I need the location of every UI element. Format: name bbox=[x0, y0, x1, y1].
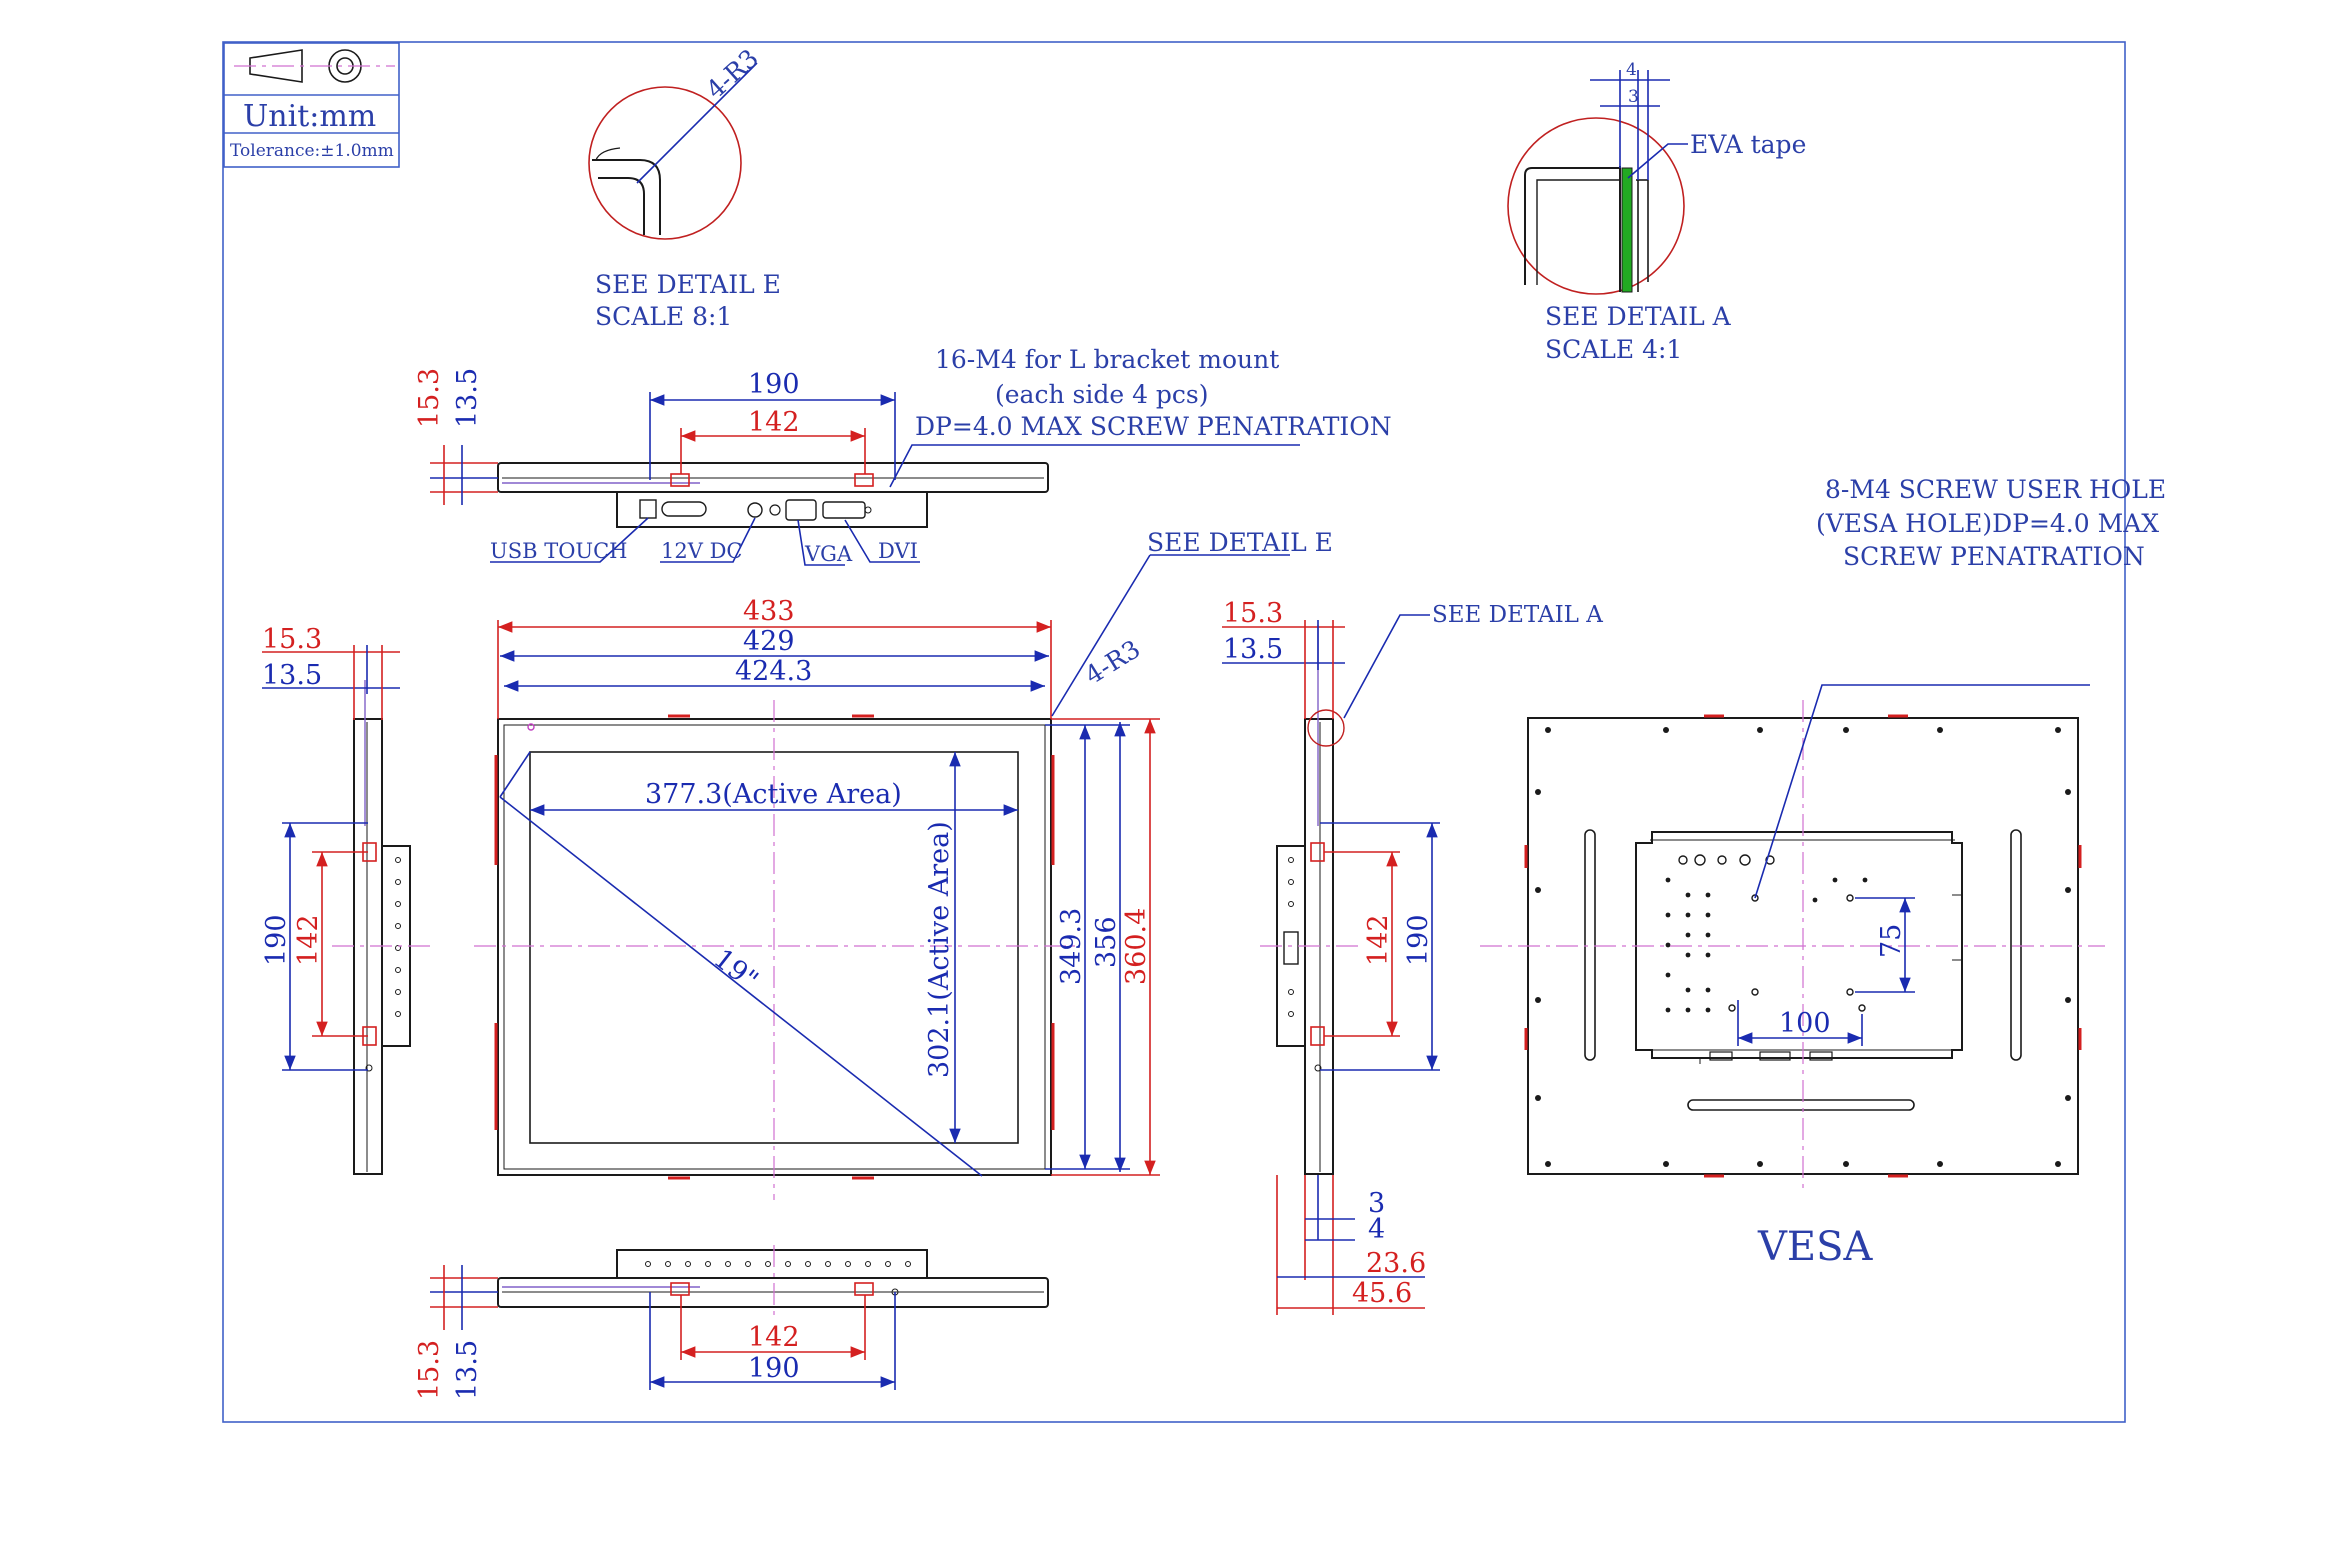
right-dim-3: 3 bbox=[1368, 1188, 1385, 1219]
detail-a: 4 3 EVA tape SEE DETAIL A SCALE 4:1 bbox=[1507, 60, 1806, 364]
top-view: 190 142 15.3 13.5 16-M4 for L bracket mo… bbox=[414, 345, 1392, 566]
vesa-view: 75 100 8-M4 SCREW USER HOLE (VESA HOLE)D… bbox=[1480, 475, 2166, 1270]
eva-tape-label: EVA tape bbox=[1690, 130, 1806, 159]
front-dim-424-3: 424.3 bbox=[735, 656, 812, 687]
top-dim-15-3: 15.3 bbox=[414, 368, 445, 428]
front-dim-356: 356 bbox=[1091, 916, 1122, 968]
right-dim-15-3: 15.3 bbox=[1223, 598, 1283, 629]
front-radius: 4-R3 bbox=[1080, 634, 1145, 690]
detail-e-radius: 4-R3 bbox=[701, 43, 764, 104]
projection-symbol-icon bbox=[234, 49, 395, 83]
left-dim-15-3: 15.3 bbox=[262, 624, 322, 655]
vesa-note-2: (VESA HOLE)DP=4.0 MAX bbox=[1816, 509, 2159, 538]
vesa-note-3: SCREW PENATRATION bbox=[1843, 542, 2145, 571]
connector-usb-touch: USB TOUCH bbox=[490, 539, 628, 563]
diagonal-size: 19" bbox=[708, 943, 764, 996]
front-dim-360-4: 360.4 bbox=[1121, 908, 1152, 985]
front-view: 19" 433 429 424.3 377.3(Active Area) 302… bbox=[474, 528, 1333, 1200]
left-side-view: 15.3 13.5 190 142 bbox=[261, 624, 430, 1175]
connector-12v-dc: 12V DC bbox=[661, 539, 742, 563]
top-dim-13-5: 13.5 bbox=[452, 368, 483, 428]
drawing-frame bbox=[222, 41, 2126, 1423]
detail-a-dim-3: 3 bbox=[1628, 87, 1639, 107]
top-dim-190: 190 bbox=[748, 369, 800, 400]
bottom-dim-142: 142 bbox=[748, 1322, 800, 1353]
detail-a-dim-4: 4 bbox=[1626, 60, 1637, 80]
left-dim-190: 190 bbox=[261, 914, 292, 966]
right-dim-190: 190 bbox=[1403, 914, 1434, 966]
bottom-view: 142 190 15.3 13.5 bbox=[414, 1245, 1049, 1400]
vesa-dim-75: 75 bbox=[1876, 924, 1907, 958]
right-dim-13-5: 13.5 bbox=[1223, 634, 1283, 665]
right-see-detail-a: SEE DETAIL A bbox=[1432, 602, 1603, 628]
title-block: Unit:mm Tolerance:±1.0mm bbox=[223, 42, 400, 168]
front-see-detail-e: SEE DETAIL E bbox=[1147, 528, 1333, 557]
detail-a-scale: SCALE 4:1 bbox=[1545, 335, 1682, 364]
bottom-dim-13-5: 13.5 bbox=[452, 1340, 483, 1400]
detail-e-scale: SCALE 8:1 bbox=[595, 302, 732, 331]
detail-a-title: SEE DETAIL A bbox=[1545, 302, 1732, 331]
connector-dvi: DVI bbox=[878, 539, 918, 563]
right-dim-23-6: 23.6 bbox=[1366, 1248, 1426, 1279]
top-dim-142: 142 bbox=[748, 407, 800, 438]
detail-e-title: SEE DETAIL E bbox=[595, 270, 781, 299]
right-dim-4: 4 bbox=[1368, 1214, 1385, 1245]
bottom-dim-190: 190 bbox=[748, 1353, 800, 1384]
bottom-dim-15-3: 15.3 bbox=[414, 1340, 445, 1400]
vesa-dim-100: 100 bbox=[1779, 1008, 1831, 1039]
right-dim-45-6: 45.6 bbox=[1352, 1278, 1412, 1309]
detail-e: 4-R3 SEE DETAIL E SCALE 8:1 bbox=[588, 43, 781, 331]
tolerance-label: Tolerance:±1.0mm bbox=[230, 141, 394, 161]
vesa-caption: VESA bbox=[1757, 1224, 1873, 1270]
right-side-view: 15.3 13.5 SEE DETAIL A 142 190 3 4 23.6 … bbox=[1222, 598, 1603, 1315]
active-area-width: 377.3(Active Area) bbox=[645, 779, 902, 810]
front-dim-429: 429 bbox=[743, 626, 795, 657]
bracket-note-2: (each side 4 pcs) bbox=[995, 380, 1209, 409]
right-dim-142: 142 bbox=[1363, 914, 1394, 966]
left-dim-13-5: 13.5 bbox=[262, 660, 322, 691]
bracket-note-3: DP=4.0 MAX SCREW PENATRATION bbox=[915, 412, 1392, 441]
unit-label: Unit:mm bbox=[243, 99, 376, 134]
vesa-note-1: 8-M4 SCREW USER HOLE bbox=[1825, 475, 2166, 504]
active-area-height: 302.1(Active Area) bbox=[924, 821, 955, 1078]
connector-vga: VGA bbox=[804, 542, 853, 566]
left-dim-142: 142 bbox=[293, 914, 324, 966]
front-dim-433: 433 bbox=[743, 596, 795, 627]
bracket-note-1: 16-M4 for L bracket mount bbox=[935, 345, 1279, 374]
front-dim-349-3: 349.3 bbox=[1056, 908, 1087, 985]
